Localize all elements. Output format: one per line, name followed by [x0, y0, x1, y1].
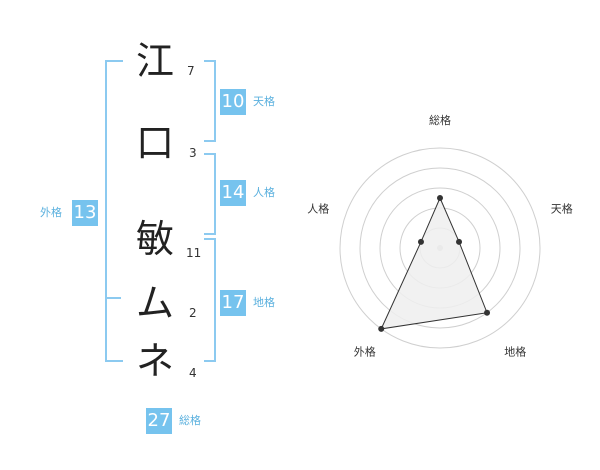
gaikaku-badge: 13 [72, 200, 98, 226]
radar-ring [359, 167, 521, 329]
radar-axis-label-2: 地格 [504, 345, 526, 359]
stroke-count-4: 2 [189, 306, 197, 320]
radar-point-2 [484, 309, 491, 316]
chikaku-badge: 17 [220, 290, 246, 316]
jinkaku-bracket [204, 153, 216, 235]
gaikaku-label: 外格 [40, 206, 62, 219]
name-char-3: 敏 [135, 217, 174, 261]
gaikaku-bracket-divider [105, 297, 121, 299]
chikaku-label: 地格 [253, 296, 275, 309]
radar-axis-label-1: 天格 [551, 201, 573, 215]
radar-ring [339, 147, 541, 349]
tenkaku-badge: 10 [220, 89, 246, 115]
name-char-5: ネ [135, 339, 174, 383]
gaikaku-bracket [105, 60, 123, 362]
stroke-count-3: 11 [186, 246, 202, 260]
jinkaku-label: 人格 [253, 186, 275, 199]
radar-axis-label-3: 外格 [354, 345, 376, 359]
chikaku-bracket [204, 238, 216, 362]
radar-point-4 [417, 238, 424, 245]
tenkaku-label: 天格 [253, 95, 275, 108]
stroke-count-5: 4 [189, 366, 197, 380]
radar-axis-label-0: 総格 [429, 113, 451, 127]
soukaku-badge: 27 [146, 408, 172, 434]
radar-point-1 [456, 238, 463, 245]
jinkaku-badge: 14 [220, 180, 246, 206]
tenkaku-bracket [204, 60, 216, 142]
name-char-4: ム [135, 281, 174, 325]
name-char-1: 江 [135, 39, 174, 83]
stroke-count-1: 7 [187, 64, 195, 78]
stroke-count-2: 3 [189, 146, 197, 160]
radar-point-3 [378, 325, 385, 332]
radar-point-0 [437, 195, 443, 201]
radar-axis-label-4: 人格 [307, 201, 329, 215]
soukaku-label: 総格 [179, 414, 201, 427]
name-char-2: 口 [135, 121, 174, 165]
radar-polygon [380, 196, 488, 330]
